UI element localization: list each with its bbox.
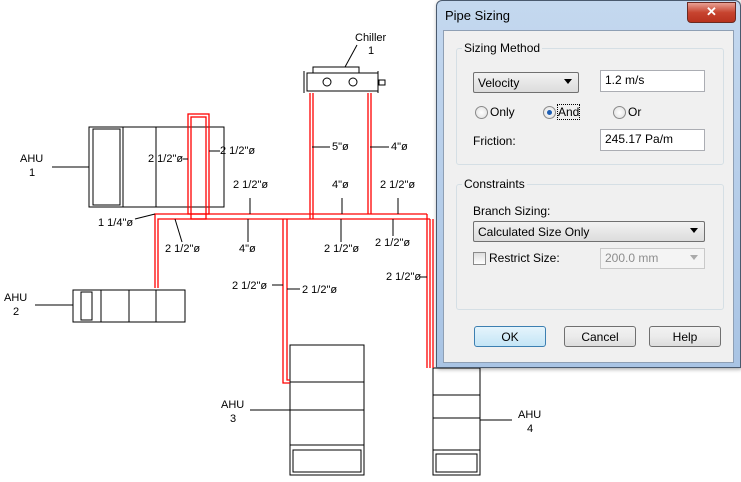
pipe-label: 2 1/2"ø — [386, 271, 421, 283]
velocity-input[interactable]: 1.2 m/s — [600, 70, 705, 92]
ok-button[interactable]: OK — [474, 326, 546, 347]
ahu2-number: 2 — [13, 306, 19, 318]
ahu4-label: AHU — [518, 409, 541, 421]
radio-or[interactable] — [613, 106, 626, 119]
pipe-label: 2 1/2"ø — [302, 284, 337, 296]
branch-sizing-label: Branch Sizing: — [473, 204, 551, 218]
pipe-label: 5"ø — [332, 141, 349, 153]
pipe-label: 2 1/2"ø — [165, 243, 200, 255]
radio-and-label[interactable]: And — [556, 104, 581, 120]
ahu2-label: AHU — [4, 292, 27, 304]
ahu3-number: 3 — [230, 413, 236, 425]
branch-sizing-value: Calculated Size Only — [478, 225, 590, 239]
ahu1-unit[interactable] — [88, 126, 225, 208]
chevron-down-icon — [690, 255, 698, 260]
restrict-size-value: 200.0 mm — [605, 251, 659, 265]
sizing-method-label: Sizing Method — [462, 41, 543, 55]
ahu1-label: AHU — [20, 153, 43, 165]
radio-only[interactable] — [475, 106, 488, 119]
dialog-body: Sizing Method Velocity 1.2 m/s Only And … — [443, 30, 734, 363]
pipe-label: 2 1/2"ø — [324, 243, 359, 255]
chiller-unit[interactable] — [303, 66, 386, 93]
chevron-down-icon — [690, 228, 698, 233]
pipe-label: 2 1/2"ø — [232, 280, 267, 292]
chiller-number: 1 — [368, 45, 374, 57]
ahu3-label: AHU — [221, 399, 244, 411]
chevron-down-icon — [564, 79, 572, 84]
pipe-sizing-dialog: Pipe Sizing ✕ Sizing Method Velocity 1.2… — [436, 0, 741, 368]
restrict-size-checkbox[interactable] — [473, 252, 486, 265]
pipe-label: 4"ø — [391, 141, 408, 153]
help-button[interactable]: Help — [649, 326, 721, 347]
branch-sizing-dropdown[interactable]: Calculated Size Only — [473, 221, 705, 242]
constraints-group: Constraints Branch Sizing: Calculated Si… — [456, 177, 724, 310]
pipe-label: 2 1/2"ø — [148, 153, 183, 165]
pipe-label: 2 1/2"ø — [375, 237, 410, 249]
ahu4-number: 4 — [527, 423, 533, 435]
sizing-method-group: Sizing Method Velocity 1.2 m/s Only And … — [456, 41, 724, 165]
cancel-button[interactable]: Cancel — [564, 326, 636, 347]
pipe-label: 4"ø — [239, 243, 256, 255]
chiller-label: Chiller — [355, 32, 387, 44]
pipe-size-labels: 2 1/2"ø 2 1/2"ø 5"ø 4"ø 2 1/2"ø 4"ø 2 1/… — [98, 141, 421, 296]
restrict-size-label[interactable]: Restrict Size: — [489, 251, 560, 265]
ahu1-number: 1 — [29, 167, 35, 179]
pipe-label: 4"ø — [332, 179, 349, 191]
pipe-network[interactable] — [154, 93, 434, 384]
close-button[interactable]: ✕ — [687, 2, 736, 23]
radio-only-label[interactable]: Only — [490, 105, 515, 119]
friction-label: Friction: — [473, 134, 516, 148]
radio-and[interactable] — [543, 106, 556, 119]
pipe-label: 2 1/2"ø — [233, 179, 268, 191]
pipe-label: 1 1/4"ø — [98, 217, 133, 229]
method-value: Velocity — [478, 76, 520, 90]
constraints-label: Constraints — [462, 177, 527, 191]
pipe-label: 2 1/2"ø — [380, 179, 415, 191]
pipe-label: 2 1/2"ø — [220, 145, 255, 157]
radio-or-label[interactable]: Or — [628, 105, 642, 119]
dialog-title: Pipe Sizing — [445, 8, 511, 23]
ahu2-unit[interactable] — [72, 289, 186, 323]
ahu3-unit[interactable] — [289, 344, 365, 476]
method-dropdown[interactable]: Velocity — [473, 72, 579, 93]
restrict-size-dropdown[interactable]: 200.0 mm — [600, 248, 705, 269]
friction-input[interactable]: 245.17 Pa/m — [600, 129, 705, 151]
ahu4-unit[interactable] — [432, 367, 481, 476]
